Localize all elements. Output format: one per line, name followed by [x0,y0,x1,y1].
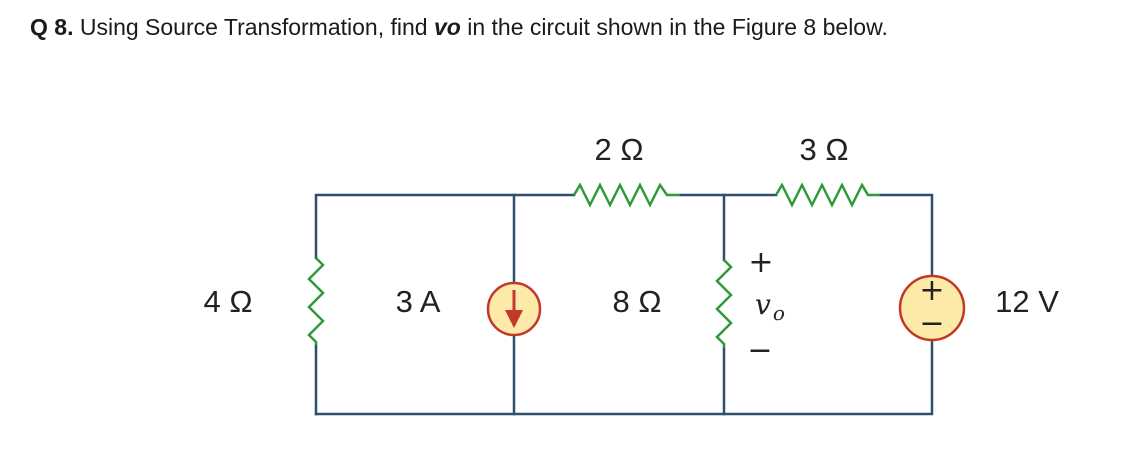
voltage-source-circle [898,274,966,342]
current-source-arrowhead [505,310,523,328]
vo-plus: + [748,245,773,280]
voltage-source-plus: + [919,273,944,308]
vo-label-main: v [755,288,771,321]
voltage-source-minus: − [919,306,944,341]
resistor-4ohm [307,257,325,345]
question-variable-main: v [433,14,447,40]
label-12v: 12 V [995,284,1059,319]
label-3a: 3 A [396,284,441,319]
label-3ohm: 3 Ω [799,132,848,167]
question-prefix: Using Source Transformation, find [73,14,434,40]
vo-label-sub: o [773,301,785,325]
wire-top-right [878,193,934,277]
label-8ohm: 8 Ω [612,284,661,319]
current-source [486,281,542,337]
question-variable-sub: o [446,14,461,40]
wire-top-left [314,193,576,260]
resistor-3ohm [774,182,880,208]
wire-bottom [314,338,934,416]
question-variable: vo [434,14,461,40]
question-suffix: in the circuit shown in the Figure 8 bel… [460,14,888,40]
question-text: Q 8. Using Source Transformation, find v… [30,14,888,41]
vo-minus: − [747,333,772,368]
question-number: Q 8. [30,14,74,40]
resistor-2ohm [572,182,680,208]
voltage-source: + − [898,273,966,342]
resistor-8ohm [715,259,733,348]
label-4ohm: 4 Ω [203,284,252,319]
label-2ohm: 2 Ω [594,132,643,167]
wires [314,193,934,416]
